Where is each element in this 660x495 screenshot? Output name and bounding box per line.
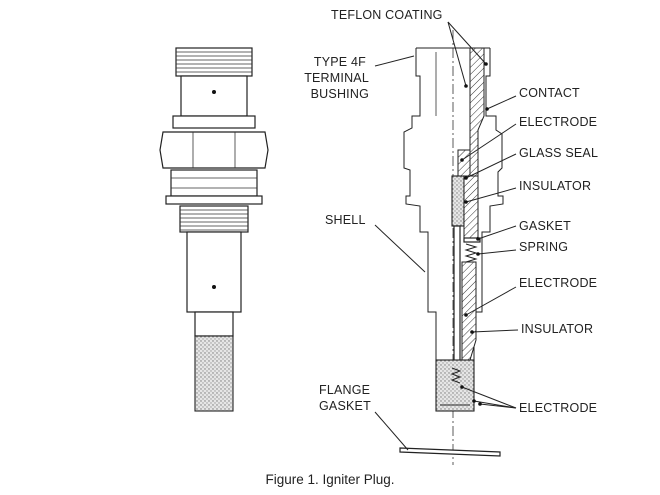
upper-body-port: [212, 90, 216, 94]
contact: [457, 149, 471, 177]
figure-caption: Figure 1. Igniter Plug.: [265, 472, 394, 487]
collar: [172, 115, 256, 129]
lower-collar: [170, 169, 258, 197]
label-insulator-2: INSULATOR: [521, 322, 593, 336]
glass-seal: [451, 175, 465, 227]
label-terminal-bushing-2: TERMINAL: [304, 71, 369, 85]
flange-gasket-ring: [399, 447, 501, 457]
gasket: [463, 237, 481, 243]
label-electrode-1: ELECTRODE: [519, 115, 597, 129]
label-gasket: GASKET: [519, 219, 571, 233]
insulator-lower: [461, 261, 477, 361]
cross-section-view: [399, 30, 504, 465]
top-thread: [175, 47, 253, 77]
nose: [194, 311, 234, 337]
label-glass-seal: GLASS SEAL: [519, 146, 598, 160]
label-teflon-coating: TEFLON COATING: [331, 8, 443, 22]
label-flange-gasket-2: GASKET: [319, 399, 371, 413]
label-electrode-2: ELECTRODE: [519, 276, 597, 290]
mesh-tip: [194, 335, 234, 412]
label-terminal-bushing-3: BUSHING: [311, 87, 369, 101]
label-electrode-3: ELECTRODE: [519, 401, 597, 415]
label-terminal-bushing-1: TYPE 4F: [314, 55, 366, 69]
label-flange-gasket-1: FLANGE: [319, 383, 370, 397]
shank: [186, 231, 242, 313]
flange: [165, 195, 263, 205]
upper-body: [180, 75, 248, 117]
leader-lines: [374, 21, 519, 451]
external-view: [159, 47, 269, 412]
label-shell: SHELL: [325, 213, 366, 227]
insulator-upper: [463, 175, 479, 241]
labels: TEFLON COATING TYPE 4F TERMINAL BUSHING …: [265, 8, 598, 487]
hex-nut: [159, 131, 269, 169]
section-mesh-tip: [435, 359, 475, 412]
top-thread-lines: [176, 51, 252, 73]
leader-dots: [460, 62, 489, 406]
spring: [464, 243, 478, 263]
shank-port: [212, 285, 216, 289]
section-outline: [403, 48, 470, 412]
label-insulator-1: INSULATOR: [519, 179, 591, 193]
label-spring: SPRING: [519, 240, 568, 254]
label-contact: CONTACT: [519, 86, 580, 100]
